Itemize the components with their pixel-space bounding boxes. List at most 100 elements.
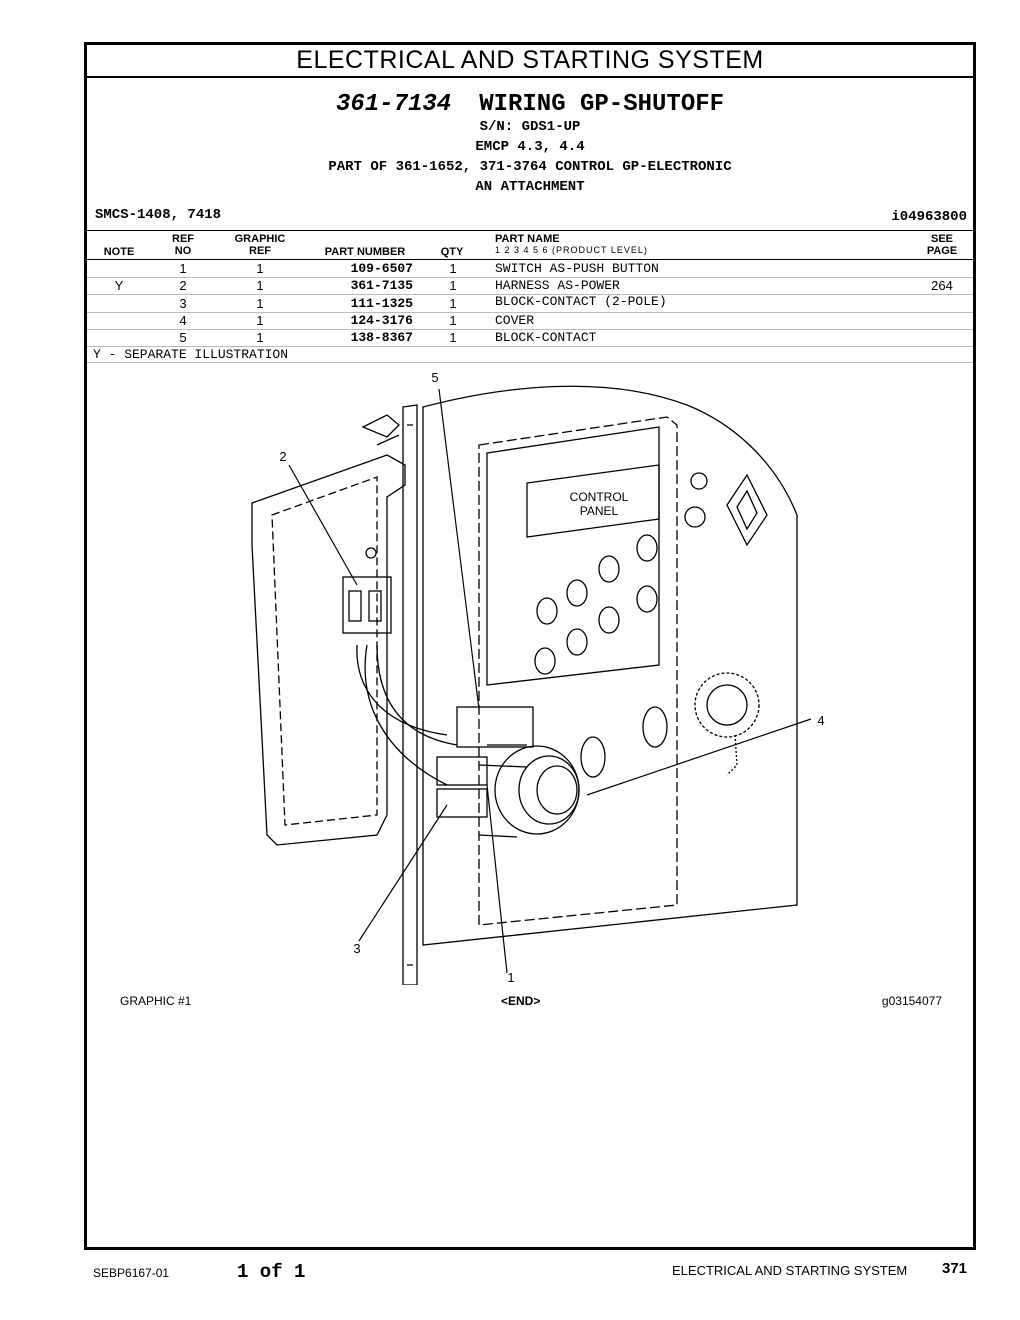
table-row-4-graphic-ref: 1 bbox=[256, 313, 264, 328]
row-rule-4 bbox=[87, 329, 973, 330]
table-row-5-graphic-ref: 1 bbox=[256, 330, 264, 345]
table-row-4-qty: 1 bbox=[449, 313, 457, 328]
panel-button bbox=[534, 647, 556, 675]
model-line: EMCP 4.3, 4.4 bbox=[475, 139, 585, 155]
table-row-5-ref-no: 5 bbox=[179, 330, 187, 345]
connector-pin bbox=[348, 590, 362, 622]
header-ref-no-1: REF bbox=[172, 233, 194, 245]
panel-cutout bbox=[642, 706, 668, 748]
callout-leader-3 bbox=[358, 804, 448, 942]
callout-leader-2 bbox=[288, 464, 358, 586]
mounting-plate-edge bbox=[402, 404, 418, 985]
document-ident: i04963800 bbox=[891, 209, 967, 225]
row-rule-2 bbox=[87, 294, 973, 295]
footer-page-of: 1 of 1 bbox=[237, 1261, 306, 1283]
footer-page-number: 371 bbox=[942, 1260, 968, 1277]
cover-chain bbox=[726, 734, 738, 776]
table-row-3-ref-no: 3 bbox=[179, 296, 187, 311]
table-row-3-qty: 1 bbox=[449, 296, 457, 311]
header-graphic-ref-1: GRAPHIC bbox=[234, 233, 286, 245]
table-row-2-note: Y bbox=[114, 278, 124, 293]
bracket-hook bbox=[361, 414, 400, 438]
footer-section: ELECTRICAL AND STARTING SYSTEM bbox=[672, 1263, 908, 1278]
table-row-4-ref-no: 4 bbox=[179, 313, 187, 328]
wiring-illustration: CONTROL PANEL 5 2 3 1 4 bbox=[251, 370, 825, 985]
connector-stud bbox=[365, 547, 377, 559]
table-row-3-graphic-ref: 1 bbox=[256, 296, 264, 311]
panel-label-2: PANEL bbox=[580, 504, 619, 518]
mounting-plate-marks bbox=[407, 424, 413, 966]
panel-button bbox=[636, 585, 658, 613]
bracket-housing bbox=[251, 454, 406, 846]
header-qty: QTY bbox=[440, 246, 464, 258]
nav-button bbox=[690, 472, 708, 490]
cover-gear-outer bbox=[694, 672, 760, 738]
table-row-5-part-name: BLOCK-CONTACT bbox=[495, 330, 597, 345]
group-part-number: 361-7134 bbox=[335, 91, 452, 118]
header-part-name: PART NAME bbox=[495, 233, 560, 245]
table-row-3-part-number: 111-1325 bbox=[350, 296, 413, 311]
footnote-rule bbox=[87, 362, 973, 363]
table-row-1-graphic-ref: 1 bbox=[256, 261, 264, 276]
graphic-label: GRAPHIC #1 bbox=[120, 994, 192, 1008]
contact-block bbox=[436, 756, 488, 786]
table-row-5-qty: 1 bbox=[449, 330, 457, 345]
callout-leader-4 bbox=[586, 718, 812, 796]
table-row-2-see-page[interactable]: 264 bbox=[931, 278, 953, 293]
harness-wire bbox=[356, 644, 448, 736]
callout-leader-5 bbox=[438, 388, 480, 710]
callout-5: 5 bbox=[431, 370, 438, 385]
header-see-page-2: PAGE bbox=[926, 245, 958, 257]
panel-label-1: CONTROL bbox=[570, 490, 629, 504]
callout-leader-1 bbox=[486, 784, 508, 974]
display-window bbox=[526, 464, 660, 538]
panel-button bbox=[536, 597, 558, 625]
bracket-hook-line bbox=[376, 434, 400, 446]
group-name: WIRING GP-SHUTOFF bbox=[479, 91, 725, 118]
footer-doc-id: SEBP6167-01 bbox=[93, 1266, 170, 1280]
table-row-2-ref-no: 2 bbox=[179, 278, 187, 293]
panel-button bbox=[636, 534, 658, 562]
section-title: ELECTRICAL AND STARTING SYSTEM bbox=[87, 45, 973, 78]
nav-diamond-inner bbox=[736, 489, 758, 531]
callout-4: 4 bbox=[817, 713, 824, 728]
panel-face bbox=[486, 426, 660, 686]
table-row-3-part-name: BLOCK-CONTACT (2-POLE) bbox=[495, 294, 667, 309]
connector-pin bbox=[368, 590, 382, 622]
table-footnote: Y - SEPARATE ILLUSTRATION bbox=[93, 347, 289, 362]
panel-outline bbox=[422, 385, 798, 946]
contact-block-top bbox=[456, 706, 534, 748]
callout-2: 2 bbox=[279, 449, 286, 464]
panel-button bbox=[566, 628, 588, 656]
harness-wire bbox=[364, 644, 448, 786]
end-label: <END> bbox=[501, 994, 541, 1008]
switch-ring bbox=[518, 755, 580, 825]
group-heading: 361-7134 WIRING GP-SHUTOFF bbox=[87, 91, 973, 118]
panel-button bbox=[598, 606, 620, 634]
table-row-1-part-number: 109-6507 bbox=[350, 261, 413, 276]
bracket-inner-dashed bbox=[271, 476, 378, 826]
part-of-line: PART OF 361-1652, 371-3764 CONTROL GP-EL… bbox=[328, 159, 732, 175]
table-row-5-part-number: 138-8367 bbox=[350, 330, 413, 345]
table-row-1-part-name: SWITCH AS-PUSH BUTTON bbox=[495, 261, 659, 276]
table-top-rule bbox=[87, 230, 973, 231]
callout-1: 1 bbox=[507, 970, 514, 985]
switch-button bbox=[536, 765, 578, 815]
contact-block bbox=[436, 788, 488, 818]
harness-connector bbox=[342, 576, 392, 634]
panel-cutout bbox=[580, 736, 606, 778]
serial-line: S/N: GDS1-UP bbox=[479, 119, 581, 135]
nav-button bbox=[684, 506, 706, 528]
page-frame: ELECTRICAL AND STARTING SYSTEM 361-7134 W… bbox=[84, 42, 976, 1250]
row-rule-3 bbox=[87, 312, 973, 313]
row-rule-1 bbox=[87, 277, 973, 278]
table-row-4-part-number: 124-3176 bbox=[350, 313, 413, 328]
smcs-code: SMCS-1408, 7418 bbox=[95, 207, 222, 223]
panel-button bbox=[598, 555, 620, 583]
header-rule bbox=[87, 259, 973, 260]
table-row-2-part-name: HARNESS AS-POWER bbox=[495, 278, 620, 293]
attachment-line: AN ATTACHMENT bbox=[475, 179, 585, 195]
table-row-1-ref-no: 1 bbox=[179, 261, 187, 276]
table-row-2-graphic-ref: 1 bbox=[256, 278, 264, 293]
row-rule-5 bbox=[87, 346, 973, 347]
